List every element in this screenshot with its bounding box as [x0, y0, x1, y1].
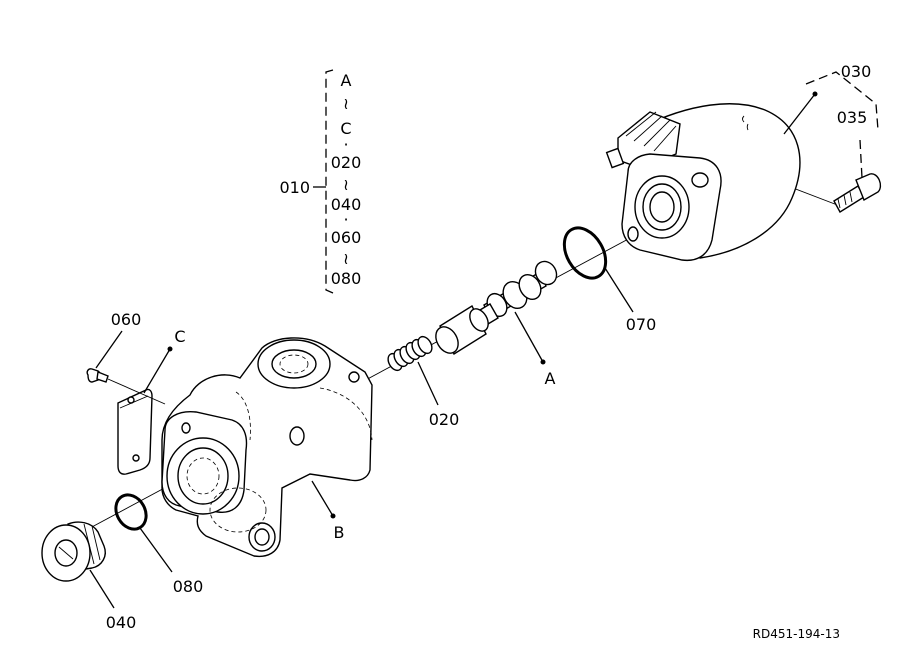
legend-010-line6: ≀ — [343, 175, 349, 194]
spring-part — [387, 335, 433, 372]
bracket-010 — [313, 69, 334, 294]
screw-part — [833, 173, 882, 213]
callout-010: 010 — [279, 178, 310, 197]
callout-035: 035 — [837, 108, 868, 127]
oring-080 — [114, 493, 148, 531]
callout-080: 080 — [173, 577, 204, 596]
screw-060-part — [86, 368, 166, 405]
legend-010-line1: A — [341, 71, 352, 90]
oring-070 — [562, 226, 608, 280]
cover-plate-part — [117, 388, 153, 475]
callout-B: B — [334, 523, 345, 542]
bracket-030 — [805, 71, 879, 131]
callout-A: A — [545, 369, 556, 388]
legend-010: A ≀ C · 020 ≀ 040 · 060 ≀ 080 — [331, 71, 362, 288]
legend-010-line3: C — [340, 119, 351, 138]
legend-010-line5: 020 — [331, 153, 362, 172]
sleeve-part — [435, 304, 489, 356]
callout-030: 030 — [841, 62, 872, 81]
leader-lines — [89, 91, 818, 609]
legend-010-line4: · — [343, 135, 348, 154]
legend-010-line2: ≀ — [343, 94, 349, 113]
legend-010-line10: ≀ — [343, 249, 349, 268]
legend-010-line8: · — [343, 210, 348, 229]
legend-010-line11: 080 — [331, 269, 362, 288]
callout-C: C — [174, 327, 185, 346]
reference-code: RD451-194-13 — [753, 627, 840, 641]
callout-070: 070 — [626, 315, 657, 334]
callout-040: 040 — [106, 613, 137, 632]
legend-010-line9: 060 — [331, 228, 362, 247]
plug-040-part — [41, 521, 106, 582]
valve-body-part — [161, 337, 373, 558]
callout-020: 020 — [429, 410, 460, 429]
callout-060: 060 — [111, 310, 142, 329]
legend-010-line7: 040 — [331, 195, 362, 214]
solenoid-part — [605, 103, 801, 262]
